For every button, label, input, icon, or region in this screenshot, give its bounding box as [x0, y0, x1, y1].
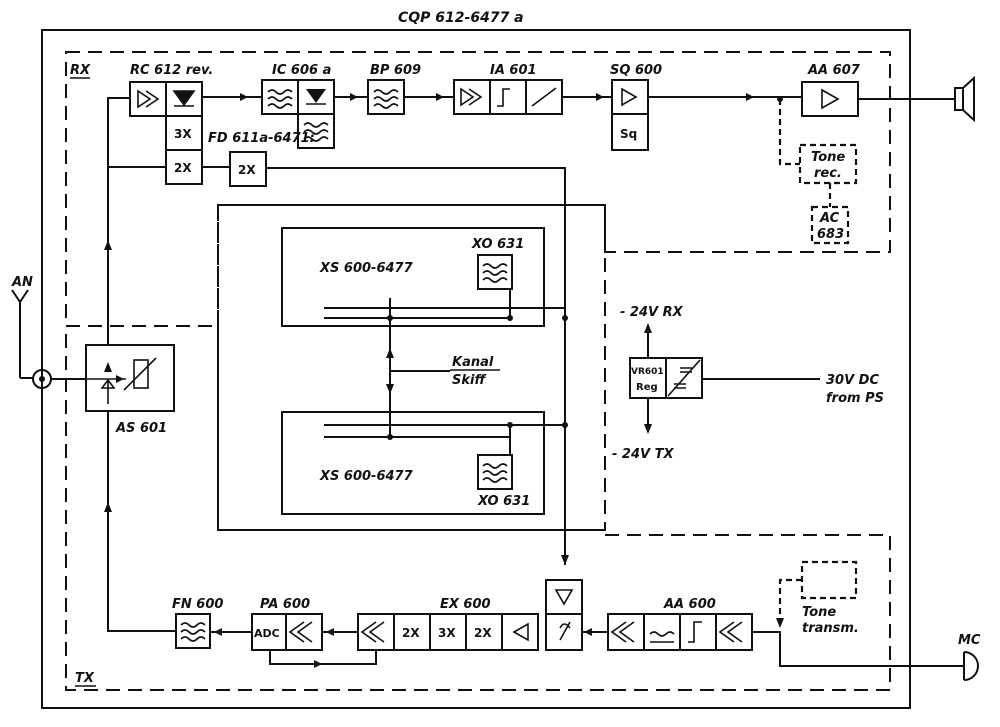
aa607-label: AA 607 — [807, 63, 861, 78]
adc-text: ADC — [254, 627, 280, 640]
xs600-bottom-module — [281, 411, 545, 515]
aa600-label: AA 600 — [663, 597, 716, 612]
tx-signal-path — [104, 411, 964, 668]
tone-transm-text-1: Tone — [802, 605, 836, 620]
tx-region-boundary — [65, 325, 891, 691]
fd611-label: FD 611a-6471: — [208, 131, 315, 146]
xo631-top-label: XO 631 — [471, 237, 524, 252]
diagram-title: CQP 612-6477 a — [398, 10, 524, 26]
microphone-label: MC — [958, 633, 981, 648]
bp609-label: BP 609 — [370, 63, 421, 78]
vr601-text-1: VR601 — [631, 367, 664, 377]
synth-region-boundary — [217, 204, 606, 531]
multiplier-3x-text: 3X — [174, 127, 192, 141]
sq600-block — [611, 79, 649, 151]
dc-input-label-1: 30V DC — [826, 373, 879, 388]
tone-transm-box — [800, 560, 858, 600]
as601-label: AS 601 — [115, 421, 167, 436]
ex-3x-text: 3X — [438, 626, 456, 640]
ex-2x-a-text: 2X — [402, 626, 420, 640]
ac683-text-1: AC — [819, 211, 840, 226]
rc612-block — [129, 81, 203, 117]
ic606-block — [261, 79, 335, 149]
microphone-icon — [963, 651, 979, 681]
bp609-block — [367, 79, 405, 115]
vr601-text-2: Reg — [636, 382, 658, 393]
vr601-regulator — [629, 357, 703, 399]
tone-rec-box — [798, 143, 858, 185]
fn600-label: FN 600 — [172, 597, 223, 612]
sq600-label: SQ 600 — [610, 63, 662, 78]
speaker-icon — [954, 75, 975, 123]
xo631-top-filter — [477, 254, 513, 290]
aa600-block — [607, 613, 753, 651]
rc612-label: RC 612 rev. — [130, 63, 213, 78]
xs600-top-text: XS 600-6477 — [319, 261, 414, 276]
ex600-label: EX 600 — [440, 597, 491, 612]
tone-transm-text-2: transm. — [802, 621, 859, 636]
squelch-text: Sq — [620, 127, 637, 141]
antenna-icon — [11, 289, 52, 389]
tx-supply-label: - 24V TX — [612, 447, 674, 462]
ac683-box — [810, 205, 850, 245]
kanal-skiff-switch — [386, 298, 568, 440]
ex-2x-b-text: 2X — [474, 626, 492, 640]
multiplier-2x-text: 2X — [174, 161, 192, 175]
tone-rec-text-1: Tone — [811, 150, 845, 165]
as601-switch-block — [85, 344, 175, 412]
ia601-block — [453, 79, 563, 115]
ic606-label: IC 606 a — [272, 63, 331, 78]
fd611-2x-text: 2X — [238, 163, 256, 177]
fn600-filter — [175, 613, 211, 649]
aa607-block — [801, 81, 859, 117]
xs600-top-module — [281, 227, 545, 327]
ia601-label: IA 601 — [490, 63, 537, 78]
xs600-bottom-text: XS 600-6477 — [319, 469, 414, 484]
rx-signal-path — [104, 93, 955, 565]
rx-section-label: RX — [70, 63, 91, 78]
pa600-label: PA 600 — [260, 597, 310, 612]
tx-section-label: TX — [75, 671, 95, 686]
dc-input-label-2: from PS — [826, 391, 884, 406]
pa600-block — [251, 613, 323, 651]
antenna-label: AN — [11, 275, 33, 290]
skiff-label: Skiff — [452, 373, 486, 388]
rx-supply-label: - 24V RX — [620, 305, 684, 320]
multiplier-3x-box — [165, 115, 203, 151]
ac683-text-2: 683 — [817, 227, 844, 242]
ex600-block — [357, 579, 583, 651]
tone-rec-text-2: rec. — [814, 166, 842, 181]
xo631-bottom-label: XO 631 — [477, 494, 530, 509]
xo631-bottom-filter — [477, 454, 513, 490]
kanal-label: Kanal — [452, 355, 494, 370]
